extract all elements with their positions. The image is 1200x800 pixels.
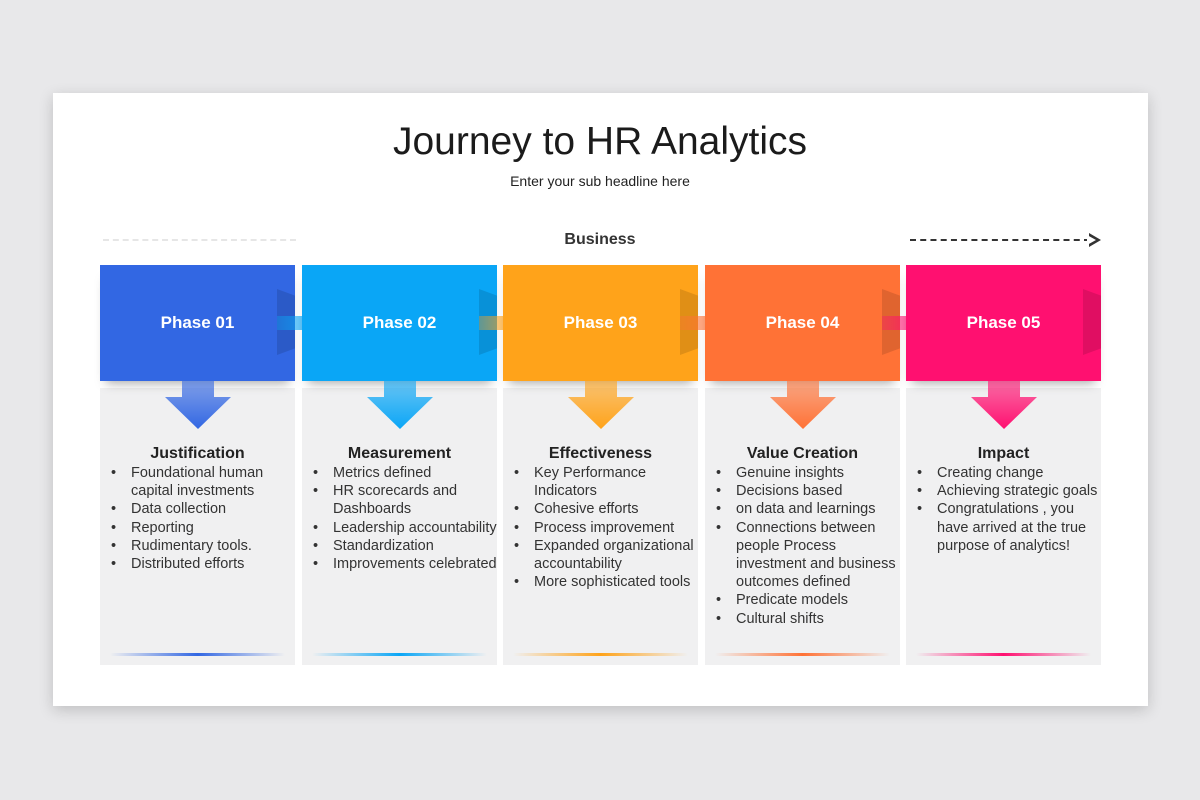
faded-dashed-line xyxy=(103,239,296,241)
bullet-item: Foundational human capital investments xyxy=(111,464,301,500)
bullet-item: Achieving strategic goals xyxy=(917,482,1107,500)
fold-shadow xyxy=(1083,289,1101,355)
accent-underline xyxy=(513,653,688,656)
phase-label: Phase 05 xyxy=(966,313,1041,332)
slide-subtitle: Enter your sub headline here xyxy=(510,173,690,189)
bullet-item: Connections between people Process inves… xyxy=(716,519,906,592)
bullet-item: Expanded organizational accountability xyxy=(514,537,704,573)
phase-label: Phase 03 xyxy=(563,313,638,332)
arrow-head-icon xyxy=(1087,233,1101,247)
bullet-item: Distributed efforts xyxy=(111,555,301,573)
bullet-item: Metrics defined xyxy=(313,464,503,482)
slide-title: Journey to HR Analytics xyxy=(392,120,807,163)
bullet-item: Standardization xyxy=(313,537,503,555)
accent-underline xyxy=(916,653,1091,656)
bullet-item: Process improvement xyxy=(514,519,704,537)
bullet-item: Key Performance Indicators xyxy=(514,464,704,500)
bullet-item: Reporting xyxy=(111,519,301,537)
accent-underline xyxy=(312,653,487,656)
bullet-item: Genuine insights xyxy=(716,464,906,482)
phase-label: Phase 01 xyxy=(160,313,235,332)
phase-label: Phase 04 xyxy=(765,313,840,332)
bullet-item: Congratulations , you have arrived at th… xyxy=(917,500,1107,555)
phase-title: Measurement xyxy=(347,445,452,462)
business-label: Business xyxy=(564,231,636,248)
phase-bullet-list: Genuine insightsDecisions basedon data a… xyxy=(705,464,906,628)
phase-bullet-list: Creating changeAchieving strategic goals… xyxy=(906,464,1107,555)
phase-title: Value Creation xyxy=(746,445,859,462)
down-arrow-icon xyxy=(567,365,634,429)
phase-header: Phase 04 xyxy=(705,265,900,381)
bullet-item: Data collection xyxy=(111,500,301,518)
phase-bullet-list: Key Performance IndicatorsCohesive effor… xyxy=(503,464,704,592)
bullet-item: Improvements celebrated xyxy=(313,555,503,573)
phase-title: Justification xyxy=(150,445,245,462)
down-arrow-icon xyxy=(164,365,231,429)
accent-underline xyxy=(110,653,285,656)
phase-header: Phase 02 xyxy=(302,265,497,381)
phase-title: Impact xyxy=(977,445,1030,462)
bullet-item: HR scorecards and Dashboards xyxy=(313,482,503,518)
bullet-item: More sophisticated tools xyxy=(514,573,704,591)
bullet-item: Cultural shifts xyxy=(716,610,906,628)
phase-bullet-list: Foundational human capital investmentsDa… xyxy=(100,464,301,573)
bullet-item: Creating change xyxy=(917,464,1107,482)
accent-underline xyxy=(715,653,890,656)
phase-header: Phase 05 xyxy=(906,265,1101,381)
bullet-item: Decisions based xyxy=(716,482,906,500)
bullet-item: Predicate models xyxy=(716,591,906,609)
down-arrow-icon xyxy=(366,365,433,429)
phase-label: Phase 02 xyxy=(362,313,437,332)
bullet-item: on data and learnings xyxy=(716,500,906,518)
bullet-item: Rudimentary tools. xyxy=(111,537,301,555)
phase-header: Phase 01 xyxy=(100,265,295,381)
dashed-arrow-line xyxy=(910,239,1090,241)
bullet-item: Cohesive efforts xyxy=(514,500,704,518)
phase-title: Effectiveness xyxy=(548,445,653,462)
down-arrow-icon xyxy=(769,365,836,429)
phase-bullet-list: Metrics definedHR scorecards and Dashboa… xyxy=(302,464,503,573)
phase-header: Phase 03 xyxy=(503,265,698,381)
down-arrow-icon xyxy=(970,365,1037,429)
bullet-item: Leadership accountability xyxy=(313,519,503,537)
